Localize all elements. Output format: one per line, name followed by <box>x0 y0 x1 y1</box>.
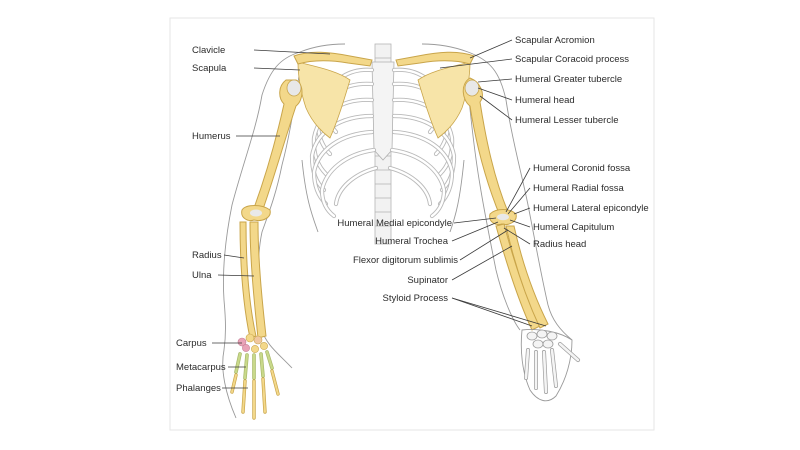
labels: Clavicle Scapula Humerus Radius Ulna Car… <box>176 35 649 394</box>
label-scapular-coracoid: Scapular Coracoid process <box>515 54 629 65</box>
label-styloid-process: Styloid Process <box>383 293 449 304</box>
label-carpus: Carpus <box>176 338 207 349</box>
label-humeral-lesser-tubercle: Humeral Lesser tubercle <box>515 115 619 126</box>
left-clavicle <box>293 51 373 67</box>
label-humeral-trochea: Humeral Trochea <box>375 236 449 247</box>
label-humeral-radial-fossa: Humeral Radial fossa <box>533 183 625 194</box>
left-radius <box>239 221 257 339</box>
right-arm-bones <box>395 51 580 402</box>
left-arm-bones <box>230 51 373 420</box>
left-ulna <box>249 221 267 339</box>
label-scapular-acromion: Scapular Acromion <box>515 35 595 46</box>
label-radius-head: Radius head <box>533 239 586 250</box>
label-supinator: Supinator <box>407 275 448 286</box>
label-humeral-coronid-fossa: Humeral Coronid fossa <box>533 163 631 174</box>
left-scapula <box>297 61 351 139</box>
label-metacarpus: Metacarpus <box>176 362 226 373</box>
right-clavicle <box>395 51 475 67</box>
label-flexor-digitorum: Flexor digitorum sublimis <box>353 255 458 266</box>
label-radius: Radius <box>192 250 222 261</box>
right-hand <box>520 329 580 402</box>
label-ulna: Ulna <box>192 270 212 281</box>
label-humeral-medial-epicondyle: Humeral Medial epicondyle <box>337 218 452 229</box>
body-outline <box>222 43 573 419</box>
label-humerus: Humerus <box>192 131 231 142</box>
label-scapula: Scapula <box>192 63 227 74</box>
label-humeral-lateral-epicondyle: Humeral Lateral epicondyle <box>533 203 649 214</box>
leader-lines <box>212 39 547 389</box>
label-humeral-capitulum: Humeral Capitulum <box>533 222 614 233</box>
label-humeral-greater-tubercle: Humeral Greater tubercle <box>515 74 622 85</box>
label-clavicle: Clavicle <box>192 45 225 56</box>
right-ulna <box>505 225 549 329</box>
label-phalanges: Phalanges <box>176 383 221 394</box>
left-carpus <box>237 333 268 353</box>
label-humeral-head: Humeral head <box>515 95 575 106</box>
